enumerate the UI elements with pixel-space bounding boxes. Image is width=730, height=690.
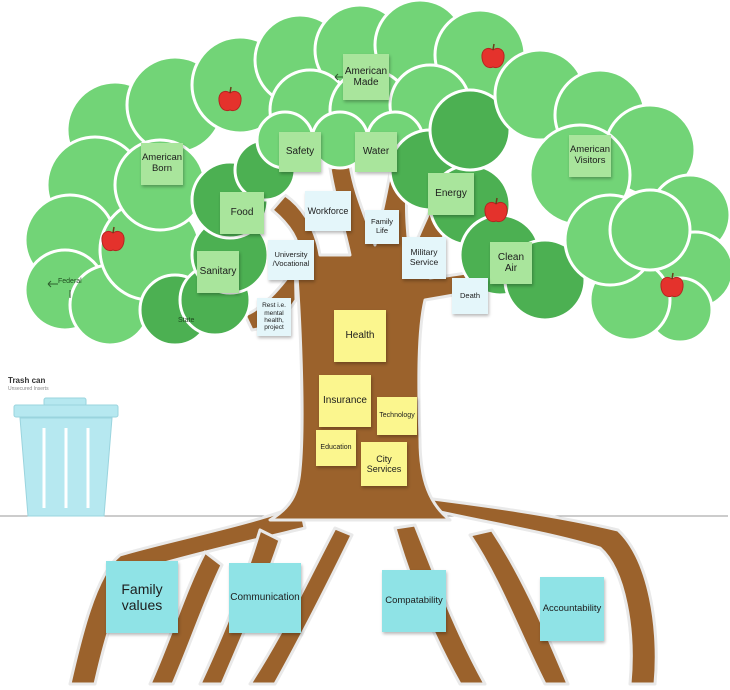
note-city-services[interactable]: City Services (361, 442, 407, 486)
trash-can-title: Trash can (8, 376, 46, 385)
label-federal: Federal (58, 278, 82, 285)
apple-icon (218, 86, 242, 112)
trash-can-subtitle: Unsecured Inserts (8, 386, 49, 392)
note-american-born[interactable]: American Born (141, 143, 183, 185)
note-military-service[interactable]: Military Service (402, 237, 446, 279)
note-family-life[interactable]: Family Life (365, 210, 399, 244)
note-workforce[interactable]: Workforce (305, 191, 351, 231)
trash-can-icon[interactable] (13, 397, 119, 517)
note-sanitary[interactable]: Sanitary (197, 251, 239, 293)
apple-icon (101, 226, 125, 252)
note-communication[interactable]: Communication (229, 563, 301, 633)
note-university-vocational[interactable]: University /Vocational (268, 240, 314, 280)
note-technology[interactable]: Technology (377, 397, 417, 435)
note-safety[interactable]: Safety (279, 132, 321, 172)
note-american-made[interactable]: American Made (343, 54, 389, 100)
note-family-values[interactable]: Family values (106, 561, 178, 633)
note-rest[interactable]: Rest i.e. mental health, project (257, 298, 291, 336)
note-water[interactable]: Water (355, 132, 397, 172)
note-accountability[interactable]: Accountability (540, 577, 604, 641)
note-education[interactable]: Education (316, 430, 356, 466)
note-food[interactable]: Food (220, 192, 264, 234)
apple-icon (481, 43, 505, 69)
apple-icon (660, 272, 684, 298)
note-clean-air[interactable]: Clean Air (490, 242, 532, 284)
note-american-visitors[interactable]: American Visitors (569, 135, 611, 177)
note-health[interactable]: Health (334, 310, 386, 362)
note-death[interactable]: Death (452, 278, 488, 314)
note-compatability[interactable]: Compatability (382, 570, 446, 632)
arrow-marker-icon (47, 280, 58, 288)
note-energy[interactable]: Energy (428, 173, 474, 215)
label-state: State (178, 317, 195, 324)
canopy-left (23, 35, 297, 347)
note-insurance[interactable]: Insurance (319, 375, 371, 427)
apple-icon (484, 197, 508, 223)
